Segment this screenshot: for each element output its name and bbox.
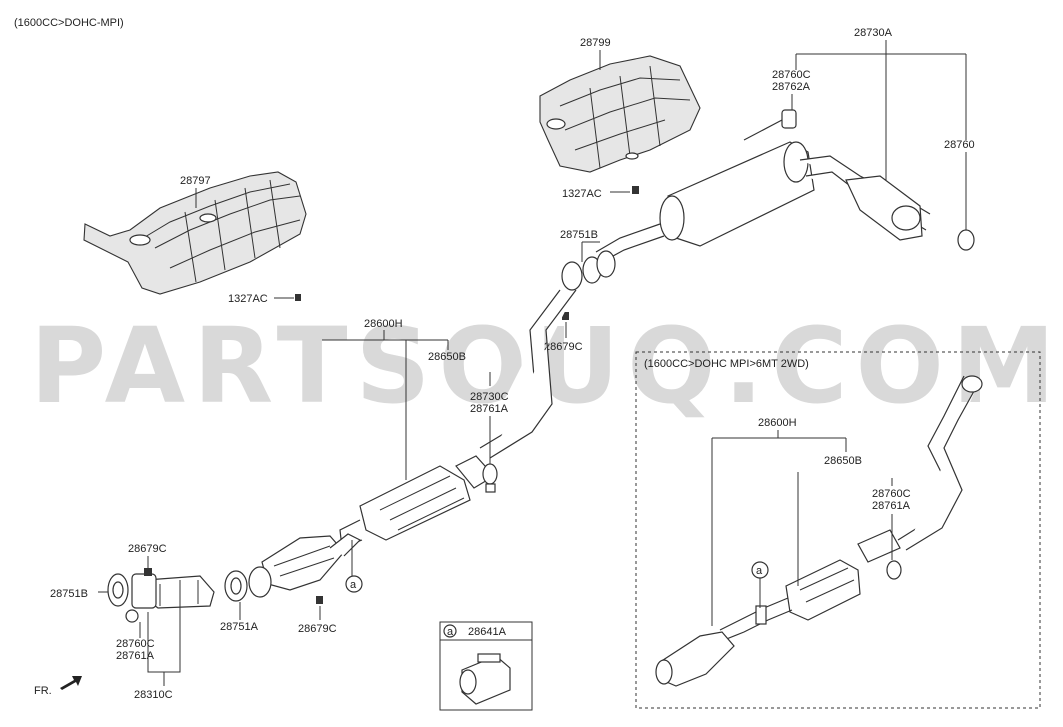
nut-28679c-mid[interactable] [562, 312, 569, 320]
label-28679c-topleft: 28679C [128, 543, 167, 555]
legend-box: a 28641A [439, 621, 533, 711]
label-28799: 28799 [580, 37, 611, 49]
label-28761a-mid: 28761A [470, 403, 509, 415]
label-28650b-inset: 28650B [824, 455, 862, 467]
heat-protector-28797[interactable] [83, 171, 307, 295]
nut-28679c-lower-left[interactable] [125, 609, 139, 623]
legend-part: 28641A [468, 626, 507, 638]
inset-ref-marker: a [756, 565, 763, 577]
heat-protector-28799[interactable] [539, 55, 701, 173]
rear-muffler-28730a[interactable] [595, 141, 931, 263]
nut-1327ac-left[interactable] [295, 294, 301, 301]
label-28762a: 28762A [772, 81, 811, 93]
label-28600h: 28600H [364, 318, 403, 330]
inset-variant-box: (1600CC>DOHC MPI>6MT 2WD) 28600H 28650B … [635, 351, 1041, 709]
inset-center-muffler[interactable] [719, 559, 861, 641]
label-28761a-left: 28761A [116, 650, 155, 662]
gasket-28751a[interactable] [224, 566, 272, 602]
ref-marker-a: a [345, 540, 363, 593]
inset-front-pipe[interactable] [857, 375, 983, 563]
nut-28679c-bottom[interactable] [316, 596, 323, 604]
nut-1327ac-center[interactable] [632, 186, 639, 194]
label-28730c: 28730C [470, 391, 509, 403]
legend-symbol: a [447, 626, 454, 638]
label-28679c-mid: 28679C [544, 341, 583, 353]
hanger-28760[interactable] [957, 229, 975, 251]
front-direction-arrow: FR. [34, 676, 82, 697]
front-pipe-28310c[interactable] [131, 573, 215, 609]
label-28650b: 28650B [428, 351, 466, 363]
hanger-28760c-top[interactable] [743, 109, 797, 141]
label-28760c-left: 28760C [116, 638, 155, 650]
inset-hanger[interactable] [886, 560, 902, 580]
catalytic-converter[interactable] [261, 533, 362, 591]
front-label: FR. [34, 685, 52, 697]
label-28761a-inset: 28761A [872, 500, 911, 512]
hanger-28730c[interactable] [482, 463, 498, 493]
inset-spec: (1600CC>DOHC MPI>6MT 2WD) [644, 358, 809, 370]
engine-spec-header: (1600CC>DOHC-MPI) [14, 17, 124, 29]
label-28679c-bottom: 28679C [298, 623, 337, 635]
clamp-28641a[interactable] [459, 653, 511, 705]
gasket-28751b[interactable] [561, 250, 616, 291]
label-28751a: 28751A [220, 621, 259, 633]
label-1327ac-left: 1327AC [228, 293, 268, 305]
label-28751b-left: 28751B [50, 588, 88, 600]
label-28760c-inset: 28760C [872, 488, 911, 500]
label-1327ac-center: 1327AC [562, 188, 602, 200]
label-28730a: 28730A [854, 27, 893, 39]
label-28760: 28760 [944, 139, 975, 151]
label-28600h-inset: 28600H [758, 417, 797, 429]
label-28797: 28797 [180, 175, 211, 187]
nut-28679c-topleft[interactable] [144, 568, 152, 576]
label-28751b: 28751B [560, 229, 598, 241]
label-28760c-top: 28760C [772, 69, 811, 81]
ref-marker-a-text: a [350, 579, 357, 591]
inset-catalytic-converter[interactable] [655, 631, 735, 687]
label-28310c: 28310C [134, 689, 173, 701]
gasket-28751b-left[interactable] [107, 573, 129, 607]
center-muffler-28600h[interactable] [339, 289, 577, 549]
